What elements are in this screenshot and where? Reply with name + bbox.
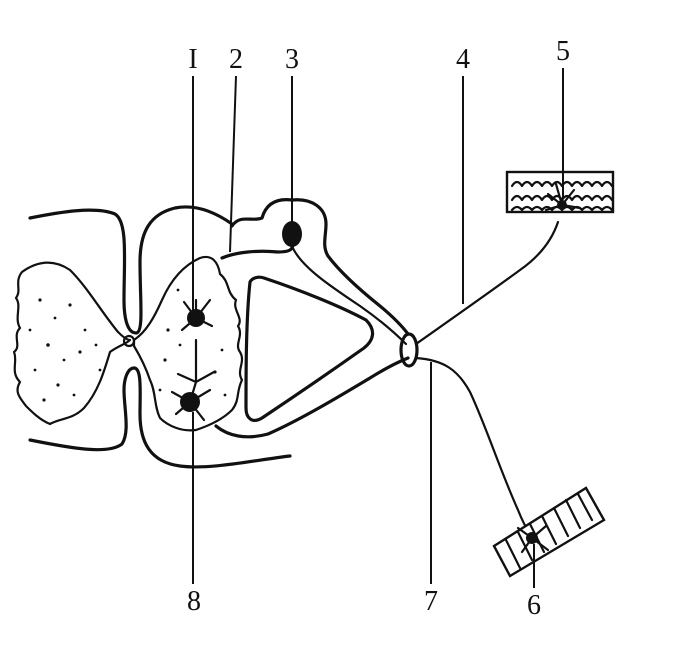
root-loop xyxy=(244,275,375,422)
label-8: 8 xyxy=(187,586,201,617)
grey-matter-right xyxy=(132,255,244,432)
dorsal-root xyxy=(220,242,294,260)
spinal-nerve-ring xyxy=(399,332,419,368)
label-1: I xyxy=(188,44,197,75)
ventral-root xyxy=(214,356,410,439)
dorsal-root-ganglion xyxy=(230,198,410,336)
label-3: 3 xyxy=(285,44,299,75)
interneuron-cell-body xyxy=(180,298,214,332)
label-7: 7 xyxy=(424,586,438,617)
sensory-neuron-cell-body xyxy=(282,221,302,247)
label-2: 2 xyxy=(229,44,243,75)
motor-neuron-cell-body xyxy=(170,338,216,422)
sensory-fiber-peripheral xyxy=(414,220,560,346)
grey-matter-stipple-left xyxy=(28,298,102,402)
central-canal xyxy=(122,334,136,348)
muscle-effector xyxy=(492,486,606,578)
leader-line-2 xyxy=(229,75,237,253)
motor-fiber xyxy=(414,356,532,536)
label-4: 4 xyxy=(456,44,470,75)
label-6: 6 xyxy=(527,590,541,621)
grey-matter-left xyxy=(12,261,132,426)
sensory-fiber-central xyxy=(290,244,408,346)
label-5: 5 xyxy=(556,36,570,67)
skin-receptor xyxy=(505,170,615,214)
spinal-cord-outline xyxy=(28,205,292,469)
